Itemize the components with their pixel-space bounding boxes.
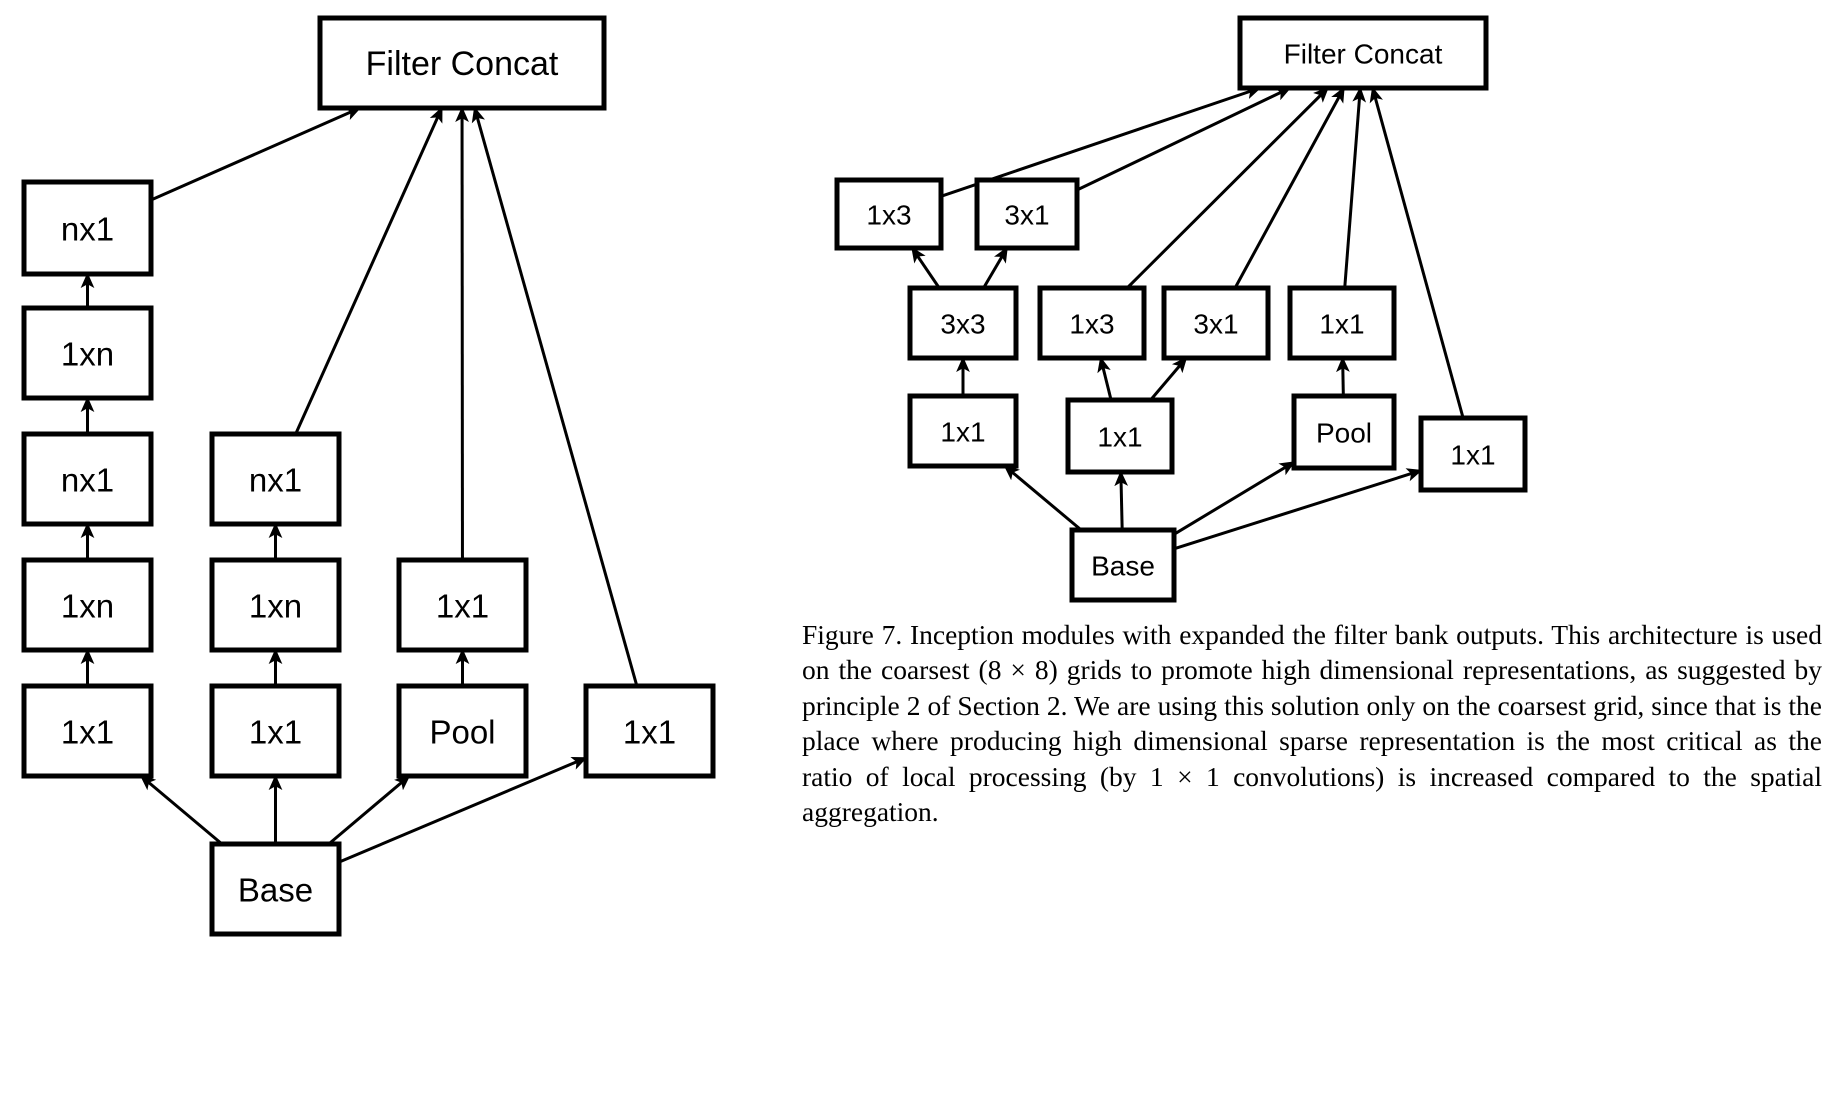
node-l-1xn-a[interactable]: 1xn: [21, 305, 154, 401]
node-r-pool[interactable]: Pool: [1291, 393, 1397, 471]
node-label-r-base: Base: [1091, 551, 1155, 582]
node-box-r-1x1-a[interactable]: [907, 393, 1019, 469]
node-label-l-1xn-c: 1xn: [249, 588, 302, 625]
node-box-r-base[interactable]: [1069, 527, 1177, 603]
node-label-l-1x1-b: 1x1: [249, 714, 302, 751]
node-box-l-1xn-b[interactable]: [21, 557, 154, 653]
node-r-1x3-a[interactable]: 1x3: [834, 177, 944, 251]
node-l-1x1-b[interactable]: 1x1: [209, 683, 342, 779]
node-l-nx1-a[interactable]: nx1: [21, 179, 154, 277]
node-box-r-1x1-c[interactable]: [1418, 415, 1528, 493]
node-r-1x1-t[interactable]: 1x1: [1287, 285, 1397, 361]
node-box-l-1x1-d[interactable]: [583, 683, 716, 779]
node-label-r-1x1-a: 1x1: [940, 417, 985, 448]
node-l-1xn-c[interactable]: 1xn: [209, 557, 342, 653]
node-label-r-1x1-b: 1x1: [1097, 422, 1142, 453]
node-label-l-1xn-b: 1xn: [61, 588, 114, 625]
node-box-r-1x1-t[interactable]: [1287, 285, 1397, 361]
node-box-r-1x1-b[interactable]: [1065, 397, 1175, 475]
node-label-l-base: Base: [238, 872, 313, 909]
edge-l-1x1-d-to-l-concat: [471, 106, 639, 687]
node-label-l-nx1-b: nx1: [61, 462, 114, 499]
node-box-l-1x1-c[interactable]: [396, 557, 529, 653]
edge-l-nx1-c-to-l-concat: [294, 106, 444, 435]
node-label-l-nx1-a: nx1: [61, 211, 114, 248]
figure-caption: Figure 7. Inception modules with expande…: [802, 619, 1822, 828]
node-box-r-concat[interactable]: [1237, 15, 1489, 91]
node-l-nx1-b[interactable]: nx1: [21, 431, 154, 527]
node-label-r-1x3-a: 1x3: [866, 200, 911, 231]
node-label-l-nx1-c: nx1: [249, 462, 302, 499]
node-l-1x1-d[interactable]: 1x1: [583, 683, 716, 779]
node-box-l-1x1-a[interactable]: [21, 683, 154, 779]
node-box-l-base[interactable]: [209, 841, 342, 937]
node-box-l-nx1-c[interactable]: [209, 431, 342, 527]
node-box-l-1x1-b[interactable]: [209, 683, 342, 779]
node-box-l-nx1-a[interactable]: [21, 179, 154, 277]
node-l-1x1-c[interactable]: 1x1: [396, 557, 529, 653]
node-r-3x3[interactable]: 3x3: [907, 285, 1019, 361]
left-nodes: Filter Concat nx1 1xn nx1 1xn 1x1 nx1 1xn 1x1 1x1…: [21, 15, 716, 937]
node-r-1x1-b[interactable]: 1x1: [1065, 397, 1175, 475]
node-box-r-3x1-b[interactable]: [1161, 285, 1271, 361]
node-l-concat[interactable]: Filter Concat: [317, 15, 607, 111]
node-box-l-pool[interactable]: [396, 683, 529, 779]
node-box-r-1x3-a[interactable]: [834, 177, 944, 251]
node-box-l-nx1-b[interactable]: [21, 431, 154, 527]
node-box-r-3x3[interactable]: [907, 285, 1019, 361]
node-r-base[interactable]: Base: [1069, 527, 1177, 603]
node-label-l-1x1-a: 1x1: [61, 714, 114, 751]
node-box-r-1x3-b[interactable]: [1037, 285, 1147, 361]
node-r-concat[interactable]: Filter Concat: [1237, 15, 1489, 91]
node-r-1x3-b[interactable]: 1x3: [1037, 285, 1147, 361]
edge-l-base-to-l-1x1-d: [338, 756, 588, 864]
node-r-1x1-c[interactable]: 1x1: [1418, 415, 1528, 493]
node-box-l-concat[interactable]: [317, 15, 607, 111]
node-label-r-3x3: 3x3: [940, 309, 985, 340]
node-label-r-pool: Pool: [1316, 418, 1372, 449]
node-label-r-3x1-a: 3x1: [1004, 200, 1049, 231]
node-l-1xn-b[interactable]: 1xn: [21, 557, 154, 653]
node-l-1x1-a[interactable]: 1x1: [21, 683, 154, 779]
node-l-base[interactable]: Base: [209, 841, 342, 937]
node-label-l-concat: Filter Concat: [366, 45, 559, 83]
node-box-r-3x1-a[interactable]: [974, 177, 1080, 251]
node-box-l-1xn-a[interactable]: [21, 305, 154, 401]
node-r-3x1-b[interactable]: 3x1: [1161, 285, 1271, 361]
node-label-r-1x1-c: 1x1: [1450, 440, 1495, 471]
node-r-1x1-a[interactable]: 1x1: [907, 393, 1019, 469]
node-r-3x1-a[interactable]: 3x1: [974, 177, 1080, 251]
edge-l-base-to-l-1x1-a: [139, 774, 223, 846]
edge-l-base-to-l-pool: [327, 774, 411, 846]
node-l-nx1-c[interactable]: nx1: [209, 431, 342, 527]
node-label-r-concat: Filter Concat: [1284, 39, 1443, 70]
node-label-l-1x1-c: 1x1: [436, 588, 489, 625]
node-label-l-1xn-a: 1xn: [61, 336, 114, 373]
node-label-r-3x1-b: 3x1: [1193, 309, 1238, 340]
node-label-r-1x1-t: 1x1: [1319, 309, 1364, 340]
left-edges: [80, 106, 639, 864]
node-label-l-1x1-d: 1x1: [623, 714, 676, 751]
node-l-pool[interactable]: Pool: [396, 683, 529, 779]
node-label-r-1x3-b: 1x3: [1069, 309, 1114, 340]
node-box-r-pool[interactable]: [1291, 393, 1397, 471]
edge-l-nx1-a-to-l-concat: [150, 106, 362, 202]
node-box-l-1xn-c[interactable]: [209, 557, 342, 653]
node-label-l-pool: Pool: [429, 714, 495, 751]
